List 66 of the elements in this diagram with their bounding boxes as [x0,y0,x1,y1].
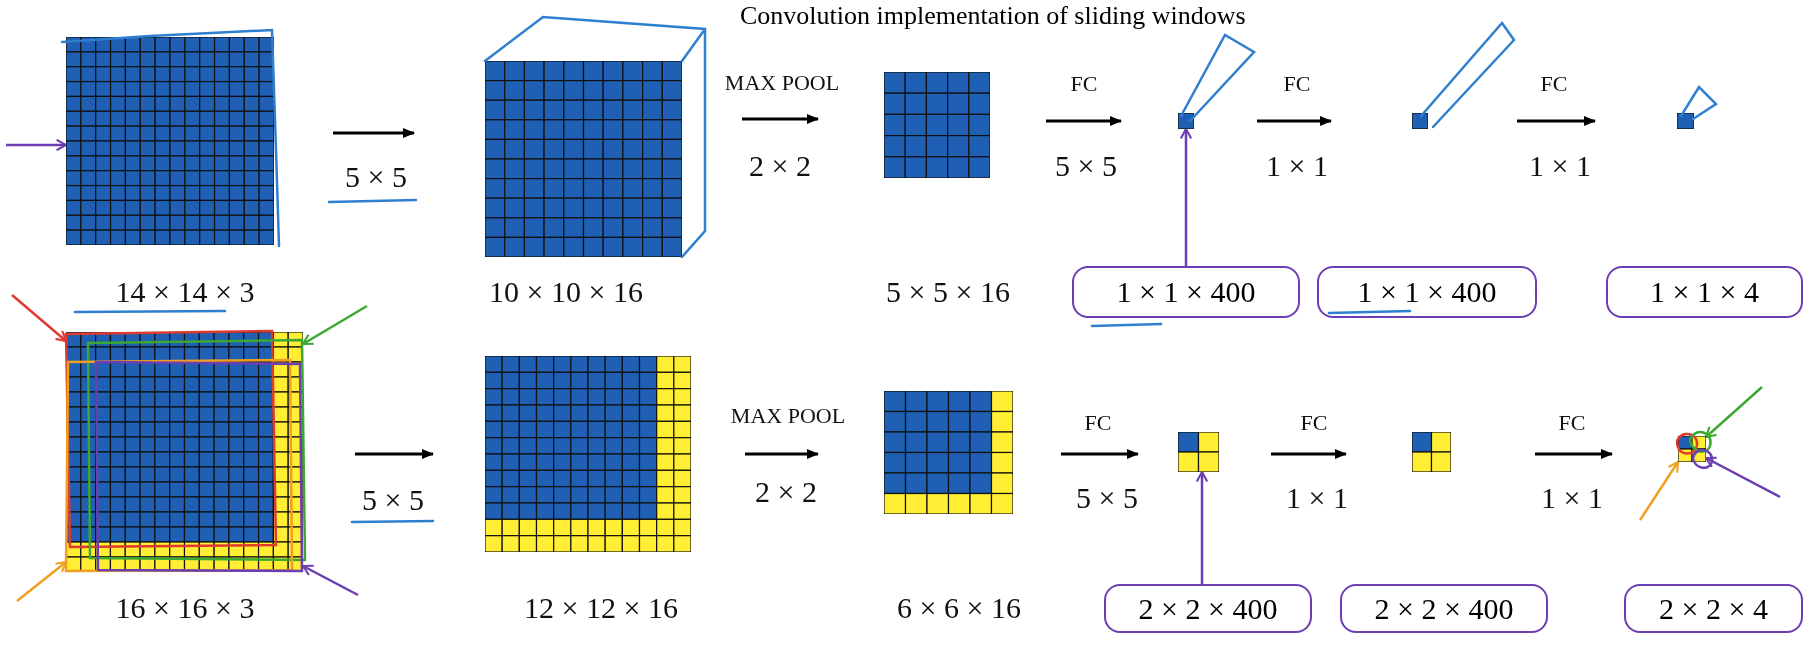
arrow [1535,449,1613,459]
arrow [745,449,819,459]
dimension-label: 16 × 16 × 3 [115,590,255,624]
arrow-label: MAX POOL [730,403,846,429]
arrow [1704,456,1781,499]
feature-map-grid [884,72,990,178]
feature-map-grid [1412,113,1428,129]
arrow-label: 5 × 5 [1055,148,1117,182]
dimension-label: 6 × 6 × 16 [897,590,1021,624]
dimension-label: 10 × 10 × 16 [489,274,643,308]
arrow [1061,449,1139,459]
arrow [1046,116,1122,126]
arrow-label: MAX POOL [724,70,840,96]
arrow [6,138,68,152]
arrow-label: FC [1070,71,1098,97]
arrow-label: FC [1300,410,1328,436]
dimension-label: 1 × 1 × 400 [1116,275,1256,309]
arrow [11,294,68,343]
dimension-label-outline [1104,584,1312,633]
arrow [333,128,415,138]
arrow-label: 5 × 5 [345,159,407,193]
arrow-label: 5 × 5 [1076,480,1138,514]
dimension-label: 14 × 14 × 3 [115,274,255,308]
arrow [1704,386,1763,439]
arrow-label: FC [1084,410,1112,436]
dimension-label: 1 × 1 × 400 [1357,275,1497,309]
dimension-label: 12 × 12 × 16 [524,590,678,624]
dimension-label: 2 × 2 × 400 [1138,591,1278,626]
arrow [355,449,434,459]
dimension-label-outline [1606,266,1803,318]
dimension-label: 2 × 2 × 400 [1374,591,1514,626]
dimension-label: 1 × 1 × 4 [1650,275,1759,309]
title: Convolution implementation of sliding windows [740,1,1246,31]
arrow [1638,460,1680,521]
arrow [16,560,68,602]
feature-map-grid [1678,436,1706,462]
arrow [1257,116,1332,126]
arrow-label: FC [1283,71,1311,97]
arrow-label: FC [1540,71,1568,97]
arrow [301,564,359,597]
arrow-label: FC [1558,410,1586,436]
arrow-label: 1 × 1 [1286,480,1348,514]
arrow-label: 1 × 1 [1541,480,1603,514]
dimension-label-outline [1317,266,1537,318]
arrow [1271,449,1347,459]
arrow [301,304,368,346]
arrow-label: 5 × 5 [362,482,424,516]
arrow [1517,116,1596,126]
dimension-label-outline [1624,584,1803,633]
dimension-label: 2 × 2 × 4 [1659,591,1768,626]
feature-map-grid [1412,432,1451,472]
arrow-label: 1 × 1 [1529,148,1591,182]
arrow-label: 1 × 1 [1266,148,1328,182]
feature-map-grid [884,391,1013,514]
arrow [742,114,819,124]
dimension-label-outline [1072,266,1300,318]
feature-map-grid [66,332,303,572]
feature-map-grid [485,61,682,257]
arrow-label: 2 × 2 [755,474,817,508]
feature-map-grid [1178,432,1219,472]
feature-map-grid [485,356,691,552]
arrow-label: 2 × 2 [749,148,811,182]
dimension-label-outline [1340,584,1548,633]
dimension-label: 5 × 5 × 16 [886,274,1010,308]
arrow [1179,127,1193,266]
feature-map-grid [1677,113,1694,129]
